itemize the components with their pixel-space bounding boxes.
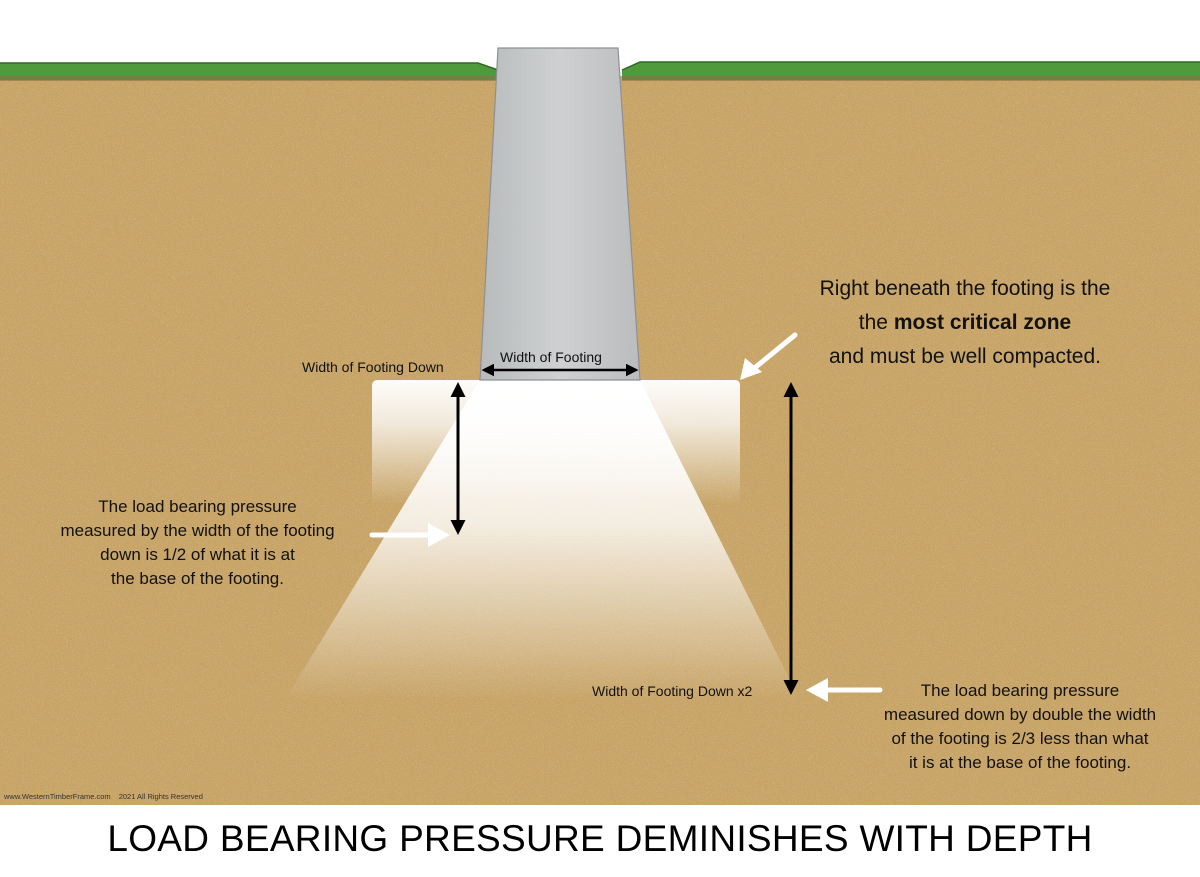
critical-note-line-1: Right beneath the footing is the bbox=[819, 277, 1111, 300]
two-thirds-note-line-3: of the footing is 2/3 less than what bbox=[891, 729, 1149, 748]
width-down-label: Width of Footing Down bbox=[302, 359, 444, 375]
copyright-credit: www.WesternTimberFrame.com 2021 All Right… bbox=[4, 792, 203, 801]
critical-zone-note: Right beneath the footing is the the mos… bbox=[770, 272, 1160, 374]
width-of-footing-label: Width of Footing bbox=[500, 349, 602, 365]
two-thirds-note-line-1: The load bearing pressure bbox=[920, 681, 1120, 700]
critical-note-emphasis: most critical zone bbox=[893, 311, 1072, 334]
pressure-distribution-cone bbox=[285, 380, 800, 700]
half-pressure-note: The load bearing pressure measured by th… bbox=[20, 495, 375, 591]
credit-site: www.WesternTimberFrame.com bbox=[4, 792, 111, 801]
pointer-arrow-half bbox=[369, 523, 450, 547]
two-thirds-pressure-note: The load bearing pressure measured down … bbox=[845, 679, 1195, 775]
diagram-title: LOAD BEARING PRESSURE DEMINISHES WITH DE… bbox=[107, 818, 1093, 859]
footing-cross-section bbox=[0, 47, 1200, 805]
pointer-arrow-critical bbox=[740, 332, 798, 380]
half-note-line-1: The load bearing pressure bbox=[98, 497, 297, 516]
pointer-arrow-two-thirds bbox=[806, 678, 883, 702]
width-down-x2-label: Width of Footing Down x2 bbox=[592, 683, 753, 699]
credit-rights: 2021 All Rights Reserved bbox=[118, 792, 203, 801]
two-thirds-note-line-2: measured down by double the width bbox=[883, 705, 1157, 724]
grass-surface bbox=[0, 61, 1200, 81]
half-note-line-4: the base of the footing. bbox=[111, 569, 284, 588]
half-note-line-3: down is 1/2 of what it is at bbox=[100, 545, 295, 564]
two-thirds-note-line-4: it is at the base of the footing. bbox=[908, 753, 1132, 772]
critical-note-line-2-prefix: the bbox=[858, 311, 894, 334]
critical-note-line-3: and must be well compacted. bbox=[829, 345, 1101, 368]
concrete-footing bbox=[479, 47, 641, 381]
half-note-line-2: measured by the width of the footing bbox=[60, 521, 335, 540]
